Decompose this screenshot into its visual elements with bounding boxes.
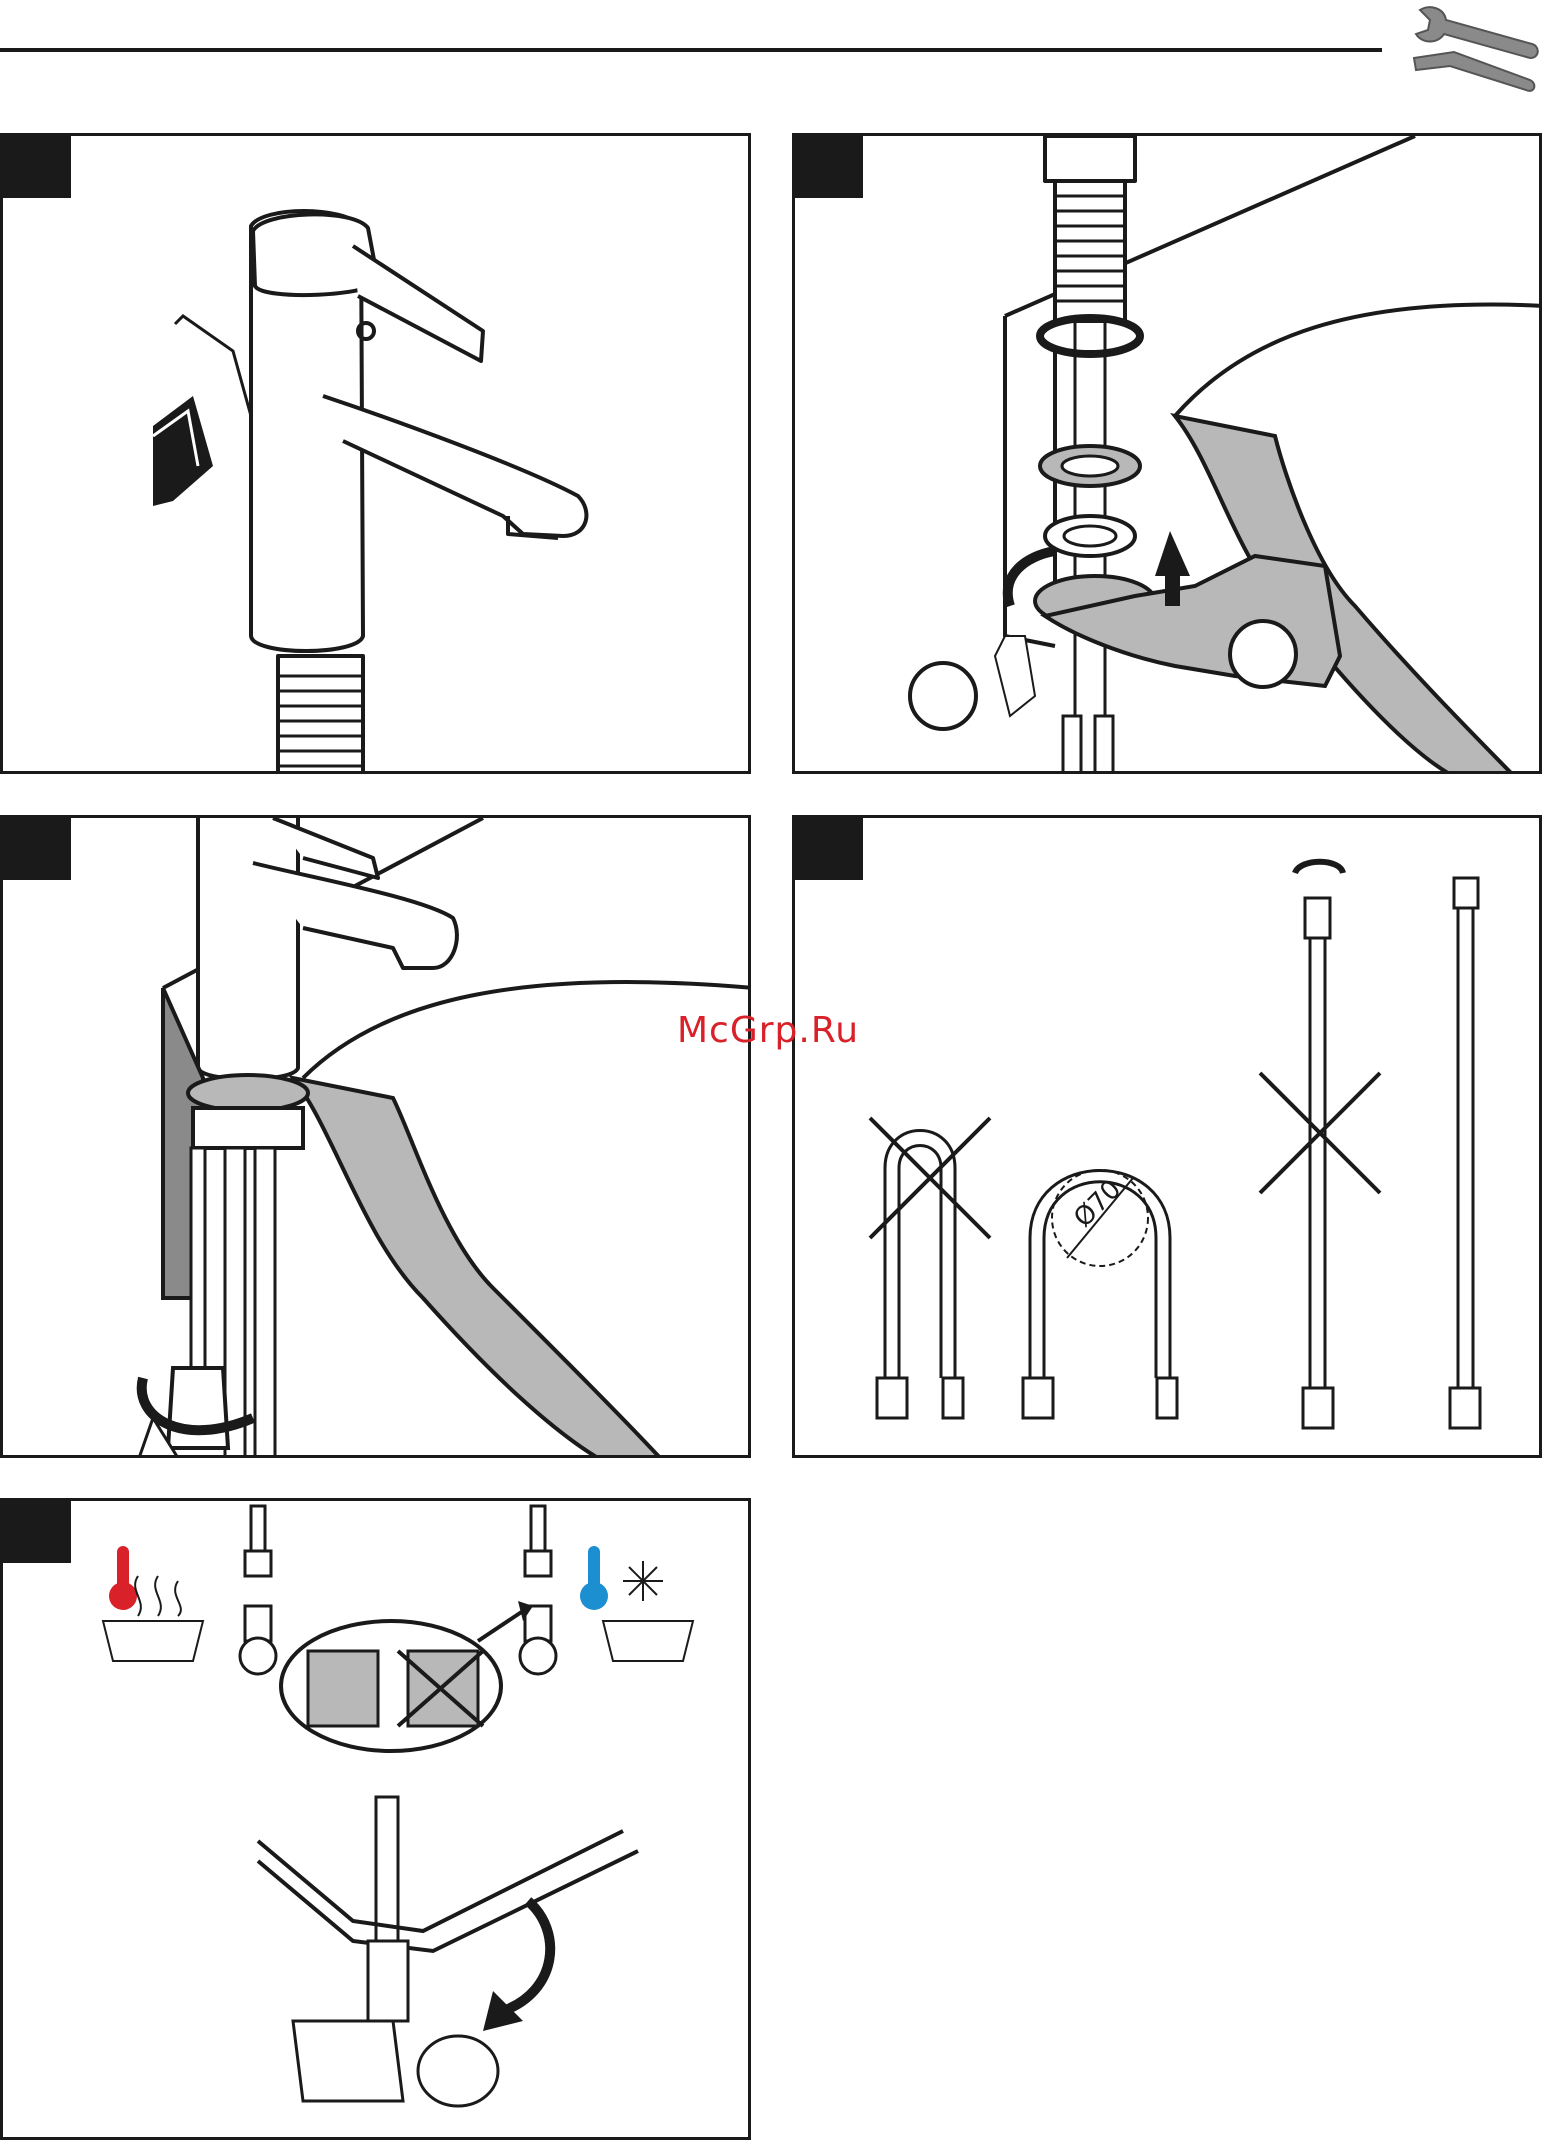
cold-water-icon [580,1546,693,1661]
header-rule [0,48,1382,52]
faucet-illustration [3,136,751,774]
wrench-screwdriver-icon [1400,0,1542,100]
step-panel-1 [0,133,751,774]
hose-bend-illustration: Ø70 [795,818,1542,1458]
mounting-nut-illustration [795,136,1542,774]
step-panel-2 [792,133,1542,774]
step-panel-4: Ø70 [792,815,1542,1458]
hose-connection-illustration [3,1501,751,2140]
step-panel-3 [0,815,751,1458]
hot-water-icon [103,1546,203,1661]
step-panel-5 [0,1498,751,2140]
screwdriver-illustration [3,818,751,1458]
watermark-text: McGrp.Ru [677,1010,859,1051]
